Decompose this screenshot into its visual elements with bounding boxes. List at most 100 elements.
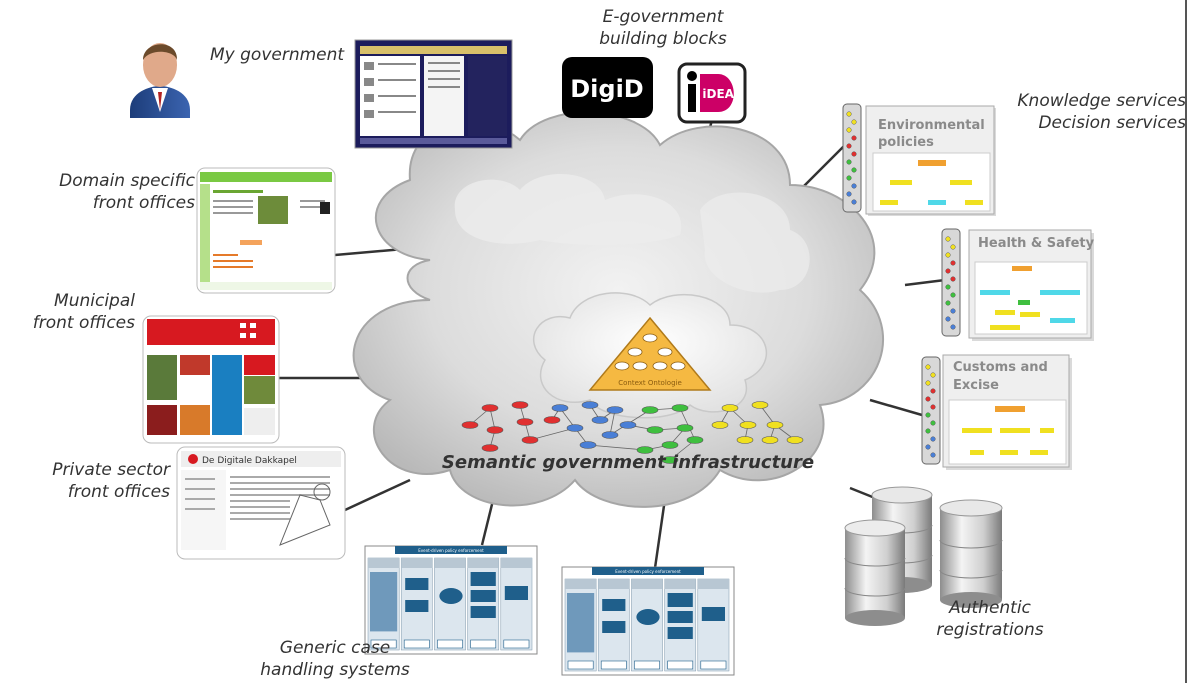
case-header-text: Event-driven policy enforcement [418,548,484,553]
strip-dot [930,372,936,378]
private-label-line2: front offices [67,482,170,502]
strip-dot [925,380,931,386]
health-safety-panel: Health & Safety [941,228,1095,341]
strip-dot [930,388,936,394]
network-node [486,426,504,434]
case-box [405,578,429,590]
database-cylinders [844,486,1003,626]
right-border-line [1185,0,1187,683]
case-box [602,599,626,611]
knowledge-label-line1: Knowledge services [1017,91,1186,111]
strip-dot [950,308,956,314]
strip-dot [945,236,951,242]
network-node [641,406,659,414]
network-node [606,406,624,414]
dakkapel-title: De Digitale Dakkapel [202,456,297,466]
private-front-office-label: Private sector front offices [20,459,170,503]
municipal-label-line2: front offices [32,313,135,333]
case-column [631,578,663,672]
network-link [587,444,646,451]
network-node [579,441,597,449]
authentic-label-line1: Authentic [949,598,1031,618]
strip-dot [846,191,852,197]
knowledge-services-label: Knowledge services Decision services [1000,90,1186,134]
digid-logo: DigiD [562,57,653,118]
strip-dot [950,292,956,298]
my-government-screenshot [354,39,513,149]
municipal-front-office-screenshot [142,315,280,444]
ontology-label: Context Ontologie [618,379,682,387]
case-column [664,578,697,672]
customs-title-line1: Customs and [953,360,1048,375]
strip-dot [851,135,857,141]
network-node [636,446,654,454]
knowledge-label-line2: Decision services [1038,113,1186,133]
environmental-title-line1: Environmental [878,118,985,133]
network-node [761,436,779,444]
strip-dot [846,127,852,133]
person-icon [130,43,190,118]
strip-dot [925,428,931,434]
case-box [602,621,626,633]
case-box [701,607,725,621]
case-column-footer [667,660,694,670]
case-column-footer [600,660,627,670]
network-node [686,436,704,444]
case-header-bar [592,567,704,575]
network-node [671,404,689,412]
network-node [766,421,784,429]
strip-dot [945,268,951,274]
semantic-network [461,401,804,464]
case-box [470,572,496,586]
network-link [609,409,616,436]
case-column-footer [437,639,463,649]
domain-label-line1: Domain specific [59,171,195,191]
strip-dot [950,260,956,266]
network-node [676,424,694,432]
case-box [470,590,496,602]
context-ontology: Context Ontologie [588,316,712,391]
case-node [439,588,463,604]
strip-dot [851,167,857,173]
network-node [511,401,529,409]
strip-dot [846,159,852,165]
health-safety-title: Health & Safety [978,236,1095,251]
strip-dot [950,324,956,330]
case-box [470,606,496,618]
network-node [739,421,757,429]
case-column-footer [370,639,397,649]
strip-dot [950,244,956,250]
network-node [661,441,679,449]
private-label-line1: Private sector [52,460,170,480]
environmental-panel: Environmental policies [842,103,996,216]
case-column [434,557,466,651]
domain-label-line2: front offices [92,193,195,213]
strip-dot [851,151,857,157]
network-node [481,404,499,412]
case-column [500,557,533,651]
case-box [667,611,693,623]
strip-dot [930,420,936,426]
network-node [516,418,534,426]
case-handling-diagram-1: Event-driven policy enforcement [364,545,538,655]
strip-dot [846,143,852,149]
network-node [646,426,664,434]
network-node [736,436,754,444]
private-front-office-screenshot: De Digitale Dakkapel [176,446,346,560]
service-strip-dots [846,111,956,458]
network-node [721,404,739,412]
generic-label-line1: Generic case [279,638,391,658]
network-node [581,401,599,409]
egov-label-line2: building blocks [599,29,727,49]
case-header-text: Event-driven policy enforcement [615,569,681,574]
case-column-header [697,579,729,589]
case-box [567,593,595,653]
egov-label-line1: E-government [602,7,724,27]
strip-dot [925,444,931,450]
case-column-footer [700,660,727,670]
customs-excise-panel: Customs and Excise [921,354,1072,470]
network-node [591,416,609,424]
generic-label-line2: handling systems [260,660,410,680]
strip-dot [945,300,951,306]
